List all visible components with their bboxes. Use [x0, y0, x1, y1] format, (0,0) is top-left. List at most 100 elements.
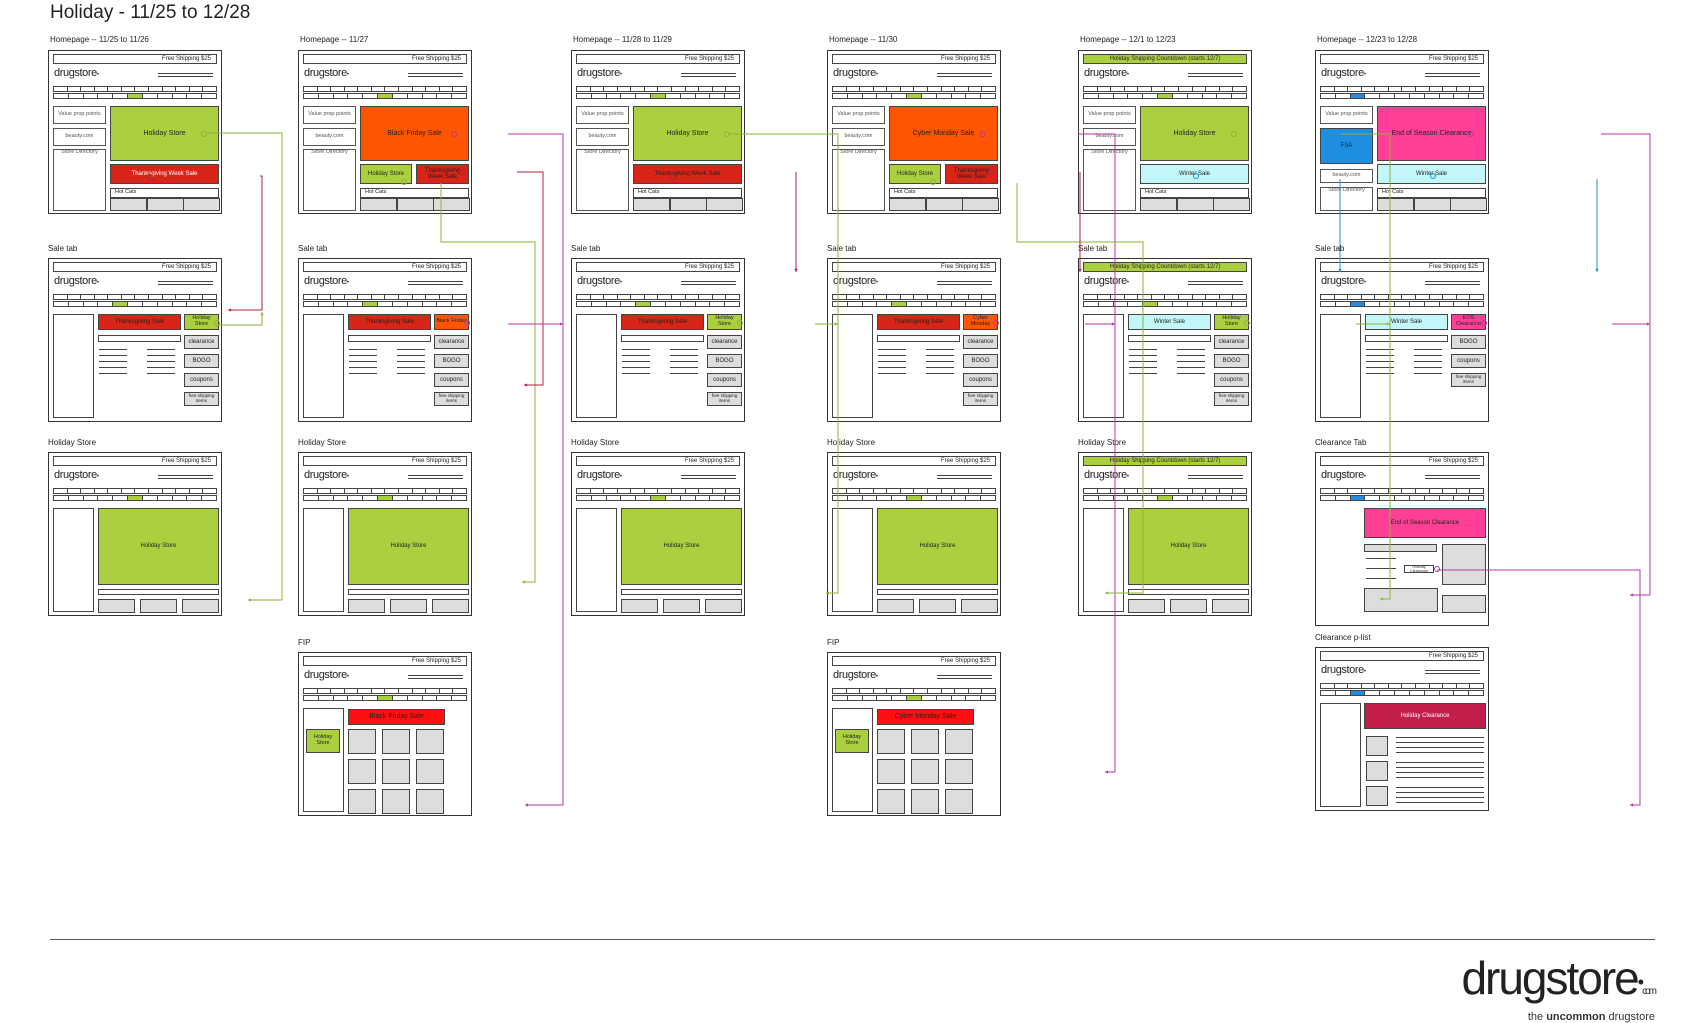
nav-tab[interactable]: [53, 294, 67, 300]
nav-tab[interactable]: [859, 688, 873, 694]
fip-product-tile[interactable]: [416, 759, 444, 784]
value-prop-box[interactable]: Value prop points: [1320, 106, 1373, 124]
nav-tab[interactable]: [1083, 93, 1098, 99]
nav-tab[interactable]: [891, 93, 907, 99]
nav-tab[interactable]: [1178, 488, 1192, 494]
beauty-link[interactable]: beauty.com: [1083, 128, 1136, 146]
nav-tab[interactable]: [370, 86, 385, 92]
nav-tab[interactable]: [93, 86, 108, 92]
nav-tab[interactable]: [643, 488, 658, 494]
sale-side-link[interactable]: BOGO: [963, 354, 998, 368]
hot-cat-tile[interactable]: [146, 198, 184, 211]
nav-tab[interactable]: [1123, 294, 1138, 300]
holiday-tile[interactable]: [1170, 599, 1207, 613]
nav-tab[interactable]: [576, 301, 591, 307]
left-nav-panel[interactable]: [303, 708, 344, 812]
nav-tab[interactable]: [1349, 93, 1365, 99]
nav-tab[interactable]: [1231, 301, 1247, 307]
nav-tab[interactable]: [1428, 683, 1443, 689]
plist-hero[interactable]: Holiday Clearance: [1364, 703, 1486, 729]
nav-tab[interactable]: [876, 93, 892, 99]
nav-tab[interactable]: [175, 488, 189, 494]
site-logo[interactable]: drugstore•: [833, 275, 878, 287]
hot-cat-tile[interactable]: [669, 198, 707, 211]
nav-tab[interactable]: [694, 301, 710, 307]
nav-tab[interactable]: [886, 488, 900, 494]
site-logo[interactable]: drugstore•: [1321, 275, 1366, 287]
holiday-tile[interactable]: [705, 599, 742, 613]
nav-tab[interactable]: [684, 294, 699, 300]
nav-tab[interactable]: [425, 688, 439, 694]
nav-tab[interactable]: [616, 294, 631, 300]
nav-tab[interactable]: [1333, 294, 1348, 300]
nav-tab[interactable]: [1320, 294, 1334, 300]
nav-tab[interactable]: [725, 488, 740, 494]
sale-side-link[interactable]: BOGO: [434, 354, 469, 368]
nav-tab[interactable]: [332, 695, 348, 701]
nav-tab[interactable]: [589, 86, 604, 92]
nav-tab[interactable]: [1408, 301, 1424, 307]
nav-tab[interactable]: [1097, 301, 1113, 307]
nav-tab[interactable]: [330, 488, 344, 494]
nav-tab[interactable]: [1083, 86, 1097, 92]
nav-tab[interactable]: [1142, 495, 1158, 501]
nav-tab[interactable]: [127, 301, 142, 307]
free-shipping-banner[interactable]: Free Shipping $25: [832, 656, 996, 666]
nav-tab[interactable]: [1096, 86, 1111, 92]
nav-tab[interactable]: [82, 301, 98, 307]
nav-tab[interactable]: [906, 695, 921, 701]
clearance-side-tile[interactable]: [1442, 544, 1486, 585]
nav-tab[interactable]: [1333, 488, 1348, 494]
fip-product-tile[interactable]: [911, 789, 939, 814]
clearance-bar[interactable]: [1364, 544, 1437, 552]
nav-tab[interactable]: [452, 688, 467, 694]
nav-tab[interactable]: [332, 495, 348, 501]
nav-tab[interactable]: [175, 86, 189, 92]
nav-tab[interactable]: [421, 93, 437, 99]
nav-tab[interactable]: [709, 93, 725, 99]
nav-tab[interactable]: [940, 688, 955, 694]
nav-tab[interactable]: [684, 488, 699, 494]
nav-tab[interactable]: [1347, 294, 1361, 300]
nav-tab[interactable]: [920, 495, 936, 501]
nav-tab[interactable]: [438, 488, 453, 494]
nav-tab[interactable]: [452, 488, 467, 494]
nav-tab[interactable]: [316, 488, 331, 494]
nav-tab[interactable]: [330, 294, 344, 300]
holiday-tile[interactable]: [182, 599, 219, 613]
nav-tab[interactable]: [303, 695, 318, 701]
nav-tab[interactable]: [436, 301, 452, 307]
nav-tab[interactable]: [1387, 294, 1402, 300]
sale-side-promo[interactable]: Holiday Store: [1214, 314, 1249, 330]
nav-tab[interactable]: [425, 488, 439, 494]
nav-tab[interactable]: [1333, 683, 1348, 689]
site-logo[interactable]: drugstore•: [304, 275, 349, 287]
nav-tab[interactable]: [148, 86, 162, 92]
nav-tab[interactable]: [330, 86, 344, 92]
nav-tab[interactable]: [679, 495, 695, 501]
nav-tab[interactable]: [576, 488, 590, 494]
nav-tab[interactable]: [913, 488, 928, 494]
nav-tab[interactable]: [1401, 86, 1416, 92]
nav-tab[interactable]: [832, 488, 846, 494]
nav-tab[interactable]: [1455, 488, 1470, 494]
left-nav-panel[interactable]: [1320, 703, 1361, 807]
nav-tab[interactable]: [1364, 301, 1380, 307]
left-nav-panel[interactable]: [1320, 314, 1361, 418]
nav-tab[interactable]: [616, 86, 631, 92]
nav-tab[interactable]: [724, 93, 740, 99]
sale-search-bar[interactable]: [1365, 335, 1448, 342]
nav-tab[interactable]: [343, 688, 358, 694]
nav-tab[interactable]: [671, 86, 685, 92]
nav-tab[interactable]: [186, 93, 202, 99]
countdown-banner[interactable]: Holiday Shipping Countdown (starts 12/7): [1083, 456, 1247, 466]
nav-tab[interactable]: [1364, 93, 1380, 99]
nav-tab[interactable]: [635, 93, 651, 99]
nav-tab[interactable]: [605, 301, 621, 307]
nav-tab[interactable]: [362, 93, 378, 99]
nav-tab[interactable]: [391, 495, 407, 501]
nav-tab[interactable]: [1191, 294, 1206, 300]
nav-tab[interactable]: [698, 86, 712, 92]
nav-tab[interactable]: [1083, 301, 1098, 307]
nav-tab[interactable]: [664, 495, 680, 501]
